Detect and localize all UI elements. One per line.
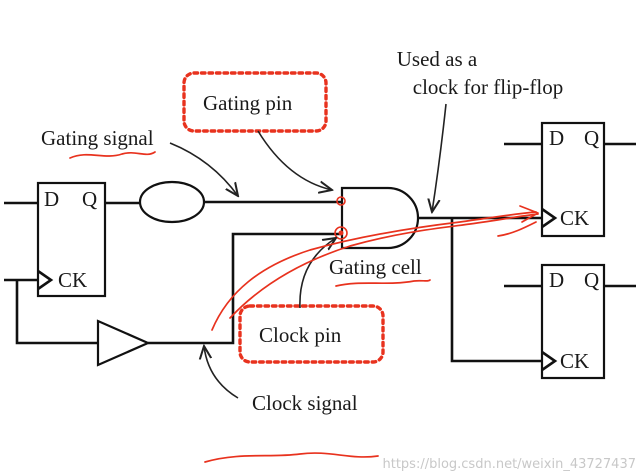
clock-signal-pointer-arrow [204,346,239,399]
gating-pin-marker [336,196,346,206]
clock-root-wire [15,280,98,345]
clock-pin-callout-box [238,304,385,364]
clock-pin-marker-dot [338,230,344,236]
gating-pin-pointer-arrow [257,130,332,190]
top-flip-flop-body [540,121,606,238]
source-clock-edge-marker [37,269,54,291]
bottom-underline-scribble [204,452,379,463]
gated-clock-wire-bottom [450,218,542,363]
source-ff-ck-label: CK [58,268,87,292]
gating-cell-and-gate [340,186,420,250]
source-ff-d-label: D [44,187,59,211]
gating-pin-callout-box [182,71,328,133]
clock-pin-marker [334,226,348,240]
output-clock-pointer-arrow [432,103,447,212]
used-as-clock-label-line2: clock for flip-flop [413,75,563,99]
top-ff-q-label: Q [584,126,599,150]
clock-signal-label: Clock signal [252,391,358,415]
used-as-clock-label-line1: Used as a [397,47,478,71]
bottom-ff-q-label: Q [584,268,599,292]
clock-path-highlight-arrowhead [519,205,539,223]
gating-cell-underline-scribble [335,279,431,287]
source-flip-flop: D Q CK [36,181,107,298]
bottom-clock-edge-marker [541,350,558,372]
combinational-logic-ellipse [138,180,206,224]
gating-signal-pointer-arrow [169,142,238,196]
top-ff-d-label: D [549,126,564,150]
top-ff-ck-label: CK [560,206,589,230]
clock-buffer [96,319,151,367]
gating-signal-label: Gating signal [41,126,154,150]
destination-flip-flop-bottom: D Q CK [540,263,606,380]
bottom-ff-d-label: D [549,268,564,292]
clock-path-highlight-stroke-2 [229,213,539,319]
gating-cell-label: Gating cell [329,255,422,279]
clock-path-highlight-tail [497,221,537,237]
top-clock-edge-marker [541,207,558,229]
destination-flip-flop-top: D Q CK [540,121,606,238]
clock-pin-pointer-arrow [299,238,336,309]
gating-pin-label: Gating pin [203,91,293,115]
gating-signal-underline-scribble [69,151,156,159]
source-ff-q-label: Q [82,187,97,211]
clock-pin-label: Clock pin [259,323,342,347]
watermark-text: https://blog.csdn.net/weixin_43727437 [382,457,636,472]
bottom-ff-ck-label: CK [560,349,589,373]
clock-signal-wire [148,232,342,345]
clock-path-highlight-stroke [211,211,537,331]
